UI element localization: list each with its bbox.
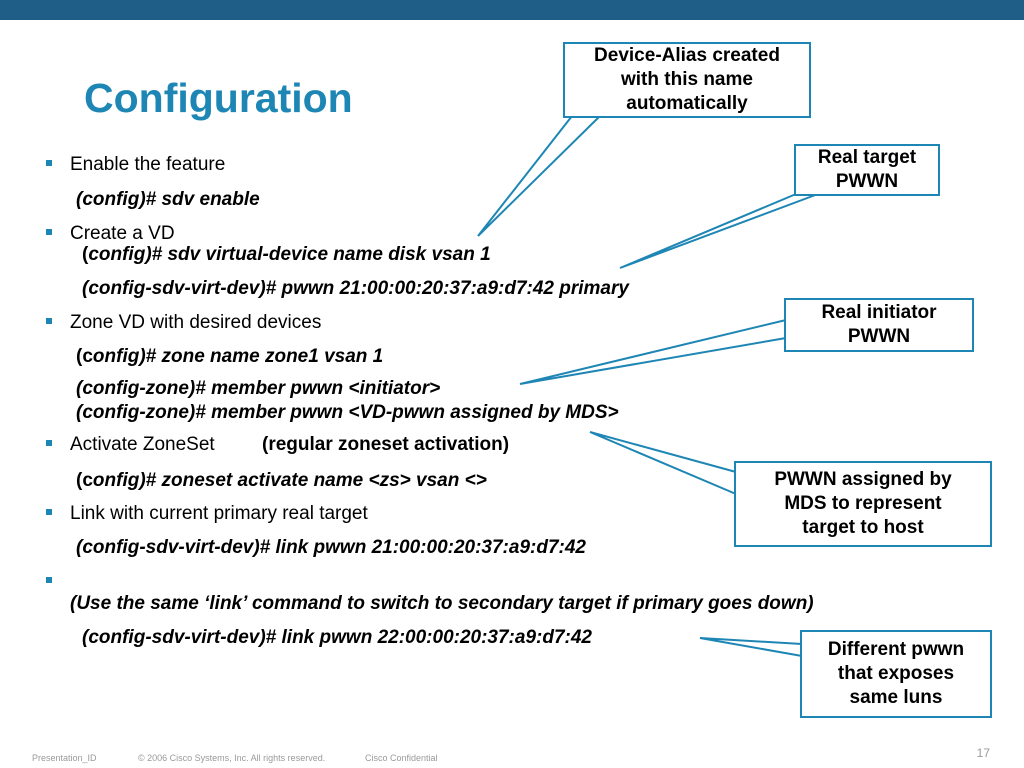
bullet-enable-feature: Enable the feature xyxy=(70,154,226,175)
bullet-link-primary: Link with current primary real target xyxy=(70,503,368,524)
callout-device-alias: Device-Alias created with this name auto… xyxy=(563,42,811,118)
callout-pwwn-assigned: PWWN assigned by MDS to represent target… xyxy=(734,461,992,547)
cmd-zoneset-prefix: (c xyxy=(76,470,93,491)
cmd-member-vd: (config-zone)# member pwwn <VD-pwwn assi… xyxy=(76,402,619,423)
bullet-zone-vd: Zone VD with desired devices xyxy=(70,312,322,333)
pointer-device-alias xyxy=(477,115,601,237)
bullet-marker xyxy=(46,229,52,235)
pointer-real-initiator xyxy=(519,319,787,385)
cmd-zone-name-text: onfig)# zone name zone1 vsan 1 xyxy=(92,346,384,367)
bullet-marker xyxy=(46,318,52,324)
switch-note: (Use the same ‘link’ command to switch t… xyxy=(70,593,814,614)
zoneset-note: (regular zoneset activation) xyxy=(262,434,510,455)
footer-presentation-id: Presentation_ID xyxy=(32,753,97,763)
page-number: 17 xyxy=(976,746,990,760)
cmd-pwwn-primary: (config-sdv-virt-dev)# pwwn 21:00:00:20:… xyxy=(82,278,629,299)
bullet-marker xyxy=(46,577,52,583)
pointer-different-pwwn xyxy=(699,637,803,657)
header-bar xyxy=(0,0,1024,20)
callout-real-target-text: Real target PWWN xyxy=(817,147,917,192)
callout-real-target: Real target PWWN xyxy=(794,144,940,196)
pointer-real-target xyxy=(619,193,819,269)
bullet-marker xyxy=(46,509,52,515)
callout-pwwn-assigned-text: PWWN assigned by MDS to represent target… xyxy=(774,469,952,538)
bullet-activate-zoneset: Activate ZoneSet xyxy=(70,434,215,455)
callout-device-alias-text: Device-Alias created with this name auto… xyxy=(594,45,780,114)
slide-title: Configuration xyxy=(84,75,353,121)
footer-copyright: © 2006 Cisco Systems, Inc. All rights re… xyxy=(138,753,326,763)
cmd-zoneset-activate: (config)# zoneset activate name <zs> vsa… xyxy=(76,470,487,492)
bullet-marker xyxy=(46,440,52,446)
cmd-sdv-enable: (config)# sdv enable xyxy=(76,189,260,210)
callout-different-pwwn-text: Different pwwn that exposes same luns xyxy=(827,639,965,708)
cmd-create-vd: (config)# sdv virtual-device name disk v… xyxy=(82,244,491,266)
cmd-link-secondary: (config-sdv-virt-dev)# link pwwn 22:00:0… xyxy=(82,627,592,648)
footer-confidential: Cisco Confidential xyxy=(365,753,438,763)
pointer-pwwn-assigned xyxy=(589,431,737,495)
cmd-create-vd-paren: ( xyxy=(82,244,89,265)
callout-different-pwwn: Different pwwn that exposes same luns xyxy=(800,630,992,718)
cmd-zoneset-text: onfig)# zoneset activate name <zs> vsan … xyxy=(92,470,487,491)
cmd-link-primary: (config-sdv-virt-dev)# link pwwn 21:00:0… xyxy=(76,537,586,558)
callout-real-initiator-text: Real initiator PWWN xyxy=(821,302,937,347)
cmd-zone-name: (config)# zone name zone1 vsan 1 xyxy=(76,346,383,368)
callout-real-initiator: Real initiator PWWN xyxy=(784,298,974,352)
bullet-marker xyxy=(46,160,52,166)
cmd-zone-name-prefix: (c xyxy=(76,346,93,367)
cmd-create-vd-text: config)# sdv virtual-device name disk vs… xyxy=(88,244,491,265)
bullet-create-vd: Create a VD xyxy=(70,223,175,244)
cmd-member-initiator: (config-zone)# member pwwn <initiator> xyxy=(76,378,441,399)
